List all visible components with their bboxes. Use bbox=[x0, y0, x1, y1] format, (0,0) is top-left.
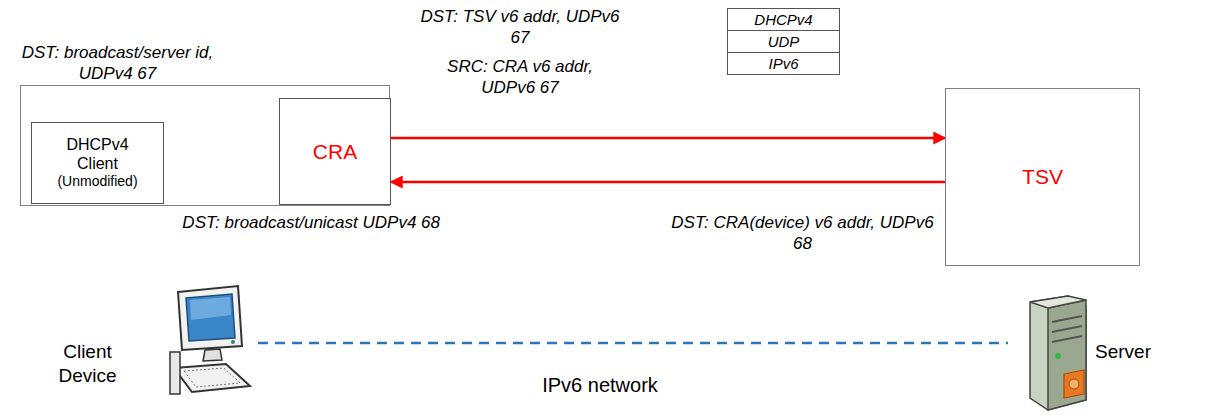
node-text: DHCPv4 bbox=[754, 11, 812, 28]
stack-layer: UDP bbox=[727, 30, 840, 53]
node-text: DHCPv4 Client bbox=[52, 136, 144, 173]
node-text: CRA bbox=[313, 140, 357, 164]
computer-icon bbox=[170, 286, 250, 394]
device-box: DHCPv4 Client(Unmodified) CRA bbox=[20, 85, 390, 206]
node-text: IPv6 bbox=[768, 55, 798, 72]
address-label: DST: broadcast/unicast UDPv4 68 bbox=[170, 212, 440, 233]
node-text: UDP bbox=[768, 33, 800, 50]
address-label: DST: CRA(device) v6 addr, UDPv6 68 bbox=[660, 212, 945, 255]
node-text: TSV bbox=[1022, 165, 1063, 189]
address-label: DST: broadcast/server id, UDPv4 67 bbox=[5, 42, 230, 85]
address-label: DST: TSV v6 addr, UDPv6 67 bbox=[420, 6, 620, 49]
node-text: (Unmodified) bbox=[57, 173, 137, 190]
message-arrow bbox=[391, 137, 945, 140]
cra-box: CRA bbox=[279, 98, 391, 205]
stack-layer: IPv6 bbox=[727, 52, 840, 75]
network-line bbox=[258, 342, 1008, 345]
stack-layer: DHCPv4 bbox=[727, 8, 840, 31]
address-label: SRC: CRA v6 addr, UDPv6 67 bbox=[420, 56, 620, 99]
message-arrow bbox=[391, 181, 945, 184]
caption-label: IPv6 network bbox=[480, 373, 720, 398]
tsv-box: TSV bbox=[945, 88, 1140, 266]
caption-label: Server bbox=[1095, 340, 1195, 364]
server-icon bbox=[1030, 296, 1086, 410]
client-box: DHCPv4 Client(Unmodified) bbox=[31, 122, 164, 204]
caption-label: Client Device bbox=[40, 340, 135, 388]
